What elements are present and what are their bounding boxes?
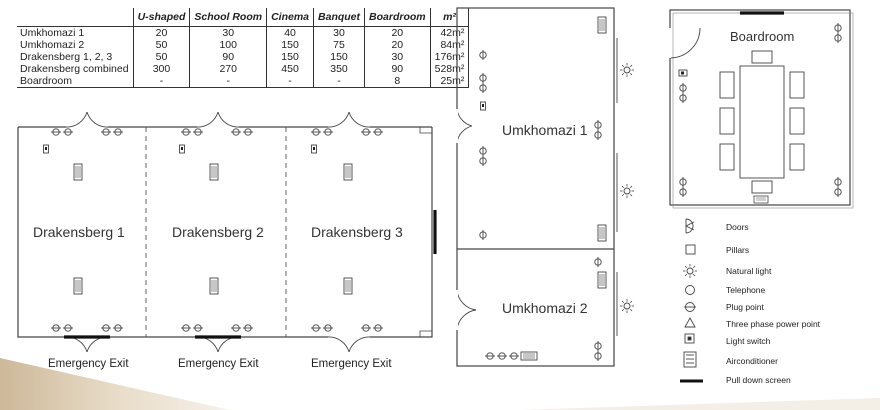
- table-cell: 25m²: [429, 75, 470, 88]
- capacity-table: U-shaped School Room Cinema Banquet Boar…: [17, 8, 470, 88]
- table-cell: 350: [313, 63, 365, 75]
- table-cell: Boardroom: [17, 75, 134, 88]
- room-label-drakensberg-3: Drakensberg 3: [311, 224, 403, 240]
- table-cell: 150: [266, 51, 314, 63]
- telephone-icon: [685, 285, 695, 295]
- table-cell: 150: [266, 39, 314, 51]
- door-icon: [65, 336, 371, 353]
- table-cell: 270: [189, 63, 267, 75]
- table-cell: 20: [132, 26, 190, 39]
- table-row: Boardroom - - - - 8 25m²: [17, 75, 470, 88]
- table-cell: 8: [364, 75, 431, 88]
- table-cell: 90: [189, 51, 267, 63]
- table-cell: 30: [364, 51, 431, 63]
- table-cell: 50: [132, 39, 190, 51]
- table-cell: 20: [364, 39, 431, 51]
- drakensberg-block: [17, 126, 433, 338]
- table-cell: Drakensberg combined: [20, 63, 129, 75]
- table-cell: 50: [132, 51, 190, 63]
- airconditioner-icon: [753, 195, 769, 204]
- table-row: Umkhomazi 2 50 100 150 75 20 84m²: [17, 39, 470, 51]
- legend-label-light-switch: Light switch: [726, 336, 771, 346]
- table-cell: Umkhomazi 1: [20, 27, 85, 39]
- table-cell: 300: [132, 63, 190, 75]
- pillar-icon: [685, 244, 696, 255]
- table-cell: Drakensberg 1, 2, 3: [20, 51, 113, 63]
- table-cell: 30: [313, 26, 365, 39]
- legend-label-three-phase-power-point: Three phase power point: [726, 319, 821, 329]
- table-cell: 90: [364, 63, 431, 75]
- header-cinema: Cinema: [266, 8, 314, 27]
- header-school-room: School Room: [189, 8, 267, 27]
- exit-label: Emergency Exit: [178, 358, 259, 370]
- boardroom-table: [719, 50, 805, 194]
- plug-point-icon: [50, 128, 384, 136]
- door-icon: [456, 108, 477, 331]
- natural-light-icon: [682, 263, 698, 279]
- umkhomazi-block: [456, 7, 618, 367]
- room-label-boardroom: Boardroom: [730, 29, 795, 44]
- plug-point-icon: [484, 352, 520, 360]
- header-room: [17, 8, 134, 27]
- table-cell: 20: [364, 26, 431, 39]
- plug-point-icon: [684, 302, 696, 312]
- legend-label-doors: Doors: [726, 222, 749, 232]
- table-cell: 30: [189, 26, 267, 39]
- legend-label-pillars: Pillars: [726, 245, 750, 255]
- airconditioner-icon: [683, 351, 697, 368]
- door-icon: [685, 218, 695, 234]
- legend-label-telephone: Telephone: [726, 285, 766, 295]
- table-cell: 150: [313, 51, 365, 63]
- legend-label-natural-light: Natural light: [726, 266, 772, 276]
- light-switch-icon: [678, 69, 688, 77]
- light-switch-icon: [684, 333, 695, 344]
- table-cell: 100: [189, 39, 267, 51]
- natural-light-icon: [619, 62, 635, 314]
- three-phase-power-icon: [684, 317, 696, 328]
- room-label-umkhomazi-1: Umkhomazi 1: [502, 122, 588, 138]
- table-cell: -: [313, 75, 365, 88]
- light-switch-icon: [43, 144, 317, 154]
- room-label-drakensberg-2: Drakensberg 2: [172, 224, 264, 240]
- table-cell: 450: [266, 63, 314, 75]
- header-banquet: Banquet: [313, 8, 365, 27]
- legend-label-pull-down-screen: Pull down screen: [726, 375, 791, 385]
- legend-icons: [680, 218, 703, 383]
- table-cell: 40: [266, 26, 314, 39]
- table-cell: 42m²: [429, 26, 470, 39]
- table-row: Drakensberg combined 300 270 450 350 90 …: [17, 63, 470, 75]
- table-cell: Umkhomazi 2: [20, 39, 85, 51]
- table-row: Drakensberg 1, 2, 3 50 90 150 150 30 176…: [17, 51, 470, 63]
- exit-label: Emergency Exit: [48, 358, 129, 370]
- table-cell: 75: [313, 39, 365, 51]
- table-cell: 84m²: [429, 39, 470, 51]
- door-icon: [65, 111, 371, 128]
- table-cell: -: [266, 75, 314, 88]
- light-switch-icon: [480, 101, 486, 111]
- pull-down-screen-icon: [64, 210, 437, 339]
- door-icon: [669, 27, 701, 59]
- room-label-drakensberg-1: Drakensberg 1: [33, 224, 125, 240]
- header-area: m²: [429, 8, 470, 27]
- header-boardroom: Boardroom: [364, 8, 431, 27]
- table-row: Umkhomazi 1 20 30 40 30 20 42m²: [17, 26, 470, 39]
- legend-label-airconditioner: Airconditioner: [726, 356, 778, 366]
- room-label-umkhomazi-2: Umkhomazi 2: [502, 300, 588, 316]
- legend-label-plug-point: Plug point: [726, 302, 764, 312]
- capacity-table-header: U-shaped School Room Cinema Banquet Boar…: [17, 8, 470, 27]
- exit-label: Emergency Exit: [311, 358, 392, 370]
- table-cell: -: [132, 75, 190, 88]
- header-u-shaped: U-shaped: [132, 8, 190, 27]
- plug-point-icon: [50, 324, 384, 332]
- table-cell: -: [189, 75, 267, 88]
